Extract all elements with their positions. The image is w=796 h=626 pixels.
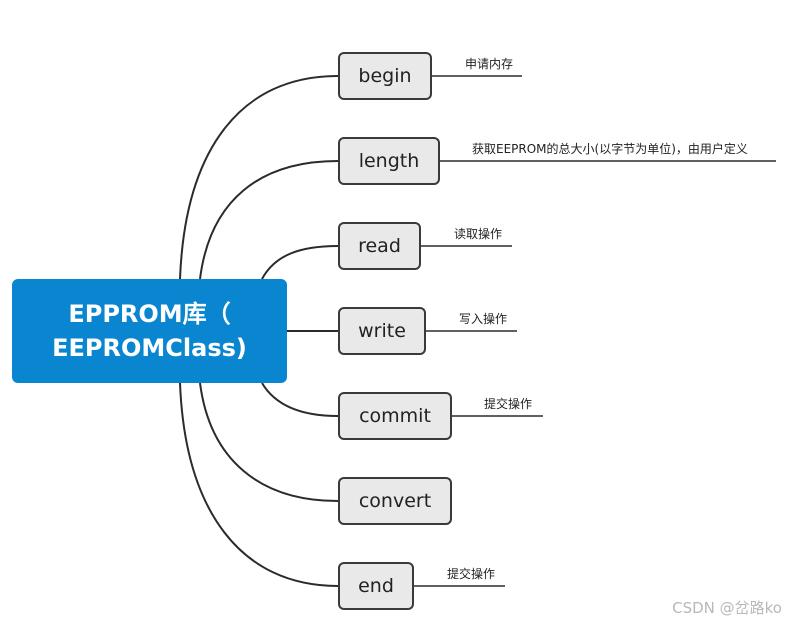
node-label: read bbox=[358, 235, 401, 257]
node-label: commit bbox=[359, 405, 431, 427]
node-commit[interactable]: commit bbox=[338, 392, 452, 440]
note-read: 读取操作 bbox=[454, 227, 503, 241]
root-title-line1: EPPROM库（ bbox=[68, 300, 231, 328]
root-title-line2: EEPROMClass) bbox=[52, 334, 247, 362]
note-write: 写入操作 bbox=[459, 312, 508, 326]
node-begin[interactable]: begin bbox=[338, 52, 432, 100]
note-begin: 申请内存 bbox=[465, 57, 514, 71]
node-convert[interactable]: convert bbox=[338, 477, 452, 525]
note-commit: 提交操作 bbox=[484, 397, 533, 411]
node-write[interactable]: write bbox=[338, 307, 426, 355]
connector-read bbox=[261, 245, 339, 280]
watermark: CSDN @岔路ko bbox=[672, 599, 782, 617]
connector-convert bbox=[199, 382, 339, 502]
connector-begin bbox=[179, 75, 339, 280]
note-end: 提交操作 bbox=[447, 567, 496, 581]
node-length[interactable]: length bbox=[338, 137, 440, 185]
node-label: convert bbox=[358, 490, 432, 512]
connector-end bbox=[179, 382, 339, 587]
note-length: 获取EEPROM的总大小(以字节为单位)，由用户定义 bbox=[472, 142, 748, 156]
root-node[interactable]: EPPROM库（ EEPROMClass) bbox=[12, 279, 287, 383]
node-label: length bbox=[358, 150, 420, 172]
node-end[interactable]: end bbox=[338, 562, 414, 610]
node-read[interactable]: read bbox=[338, 222, 421, 270]
node-label: write bbox=[358, 320, 406, 342]
connector-length bbox=[199, 160, 339, 280]
connector-commit bbox=[261, 382, 339, 417]
node-label: begin bbox=[358, 65, 412, 87]
node-label: end bbox=[358, 575, 394, 597]
